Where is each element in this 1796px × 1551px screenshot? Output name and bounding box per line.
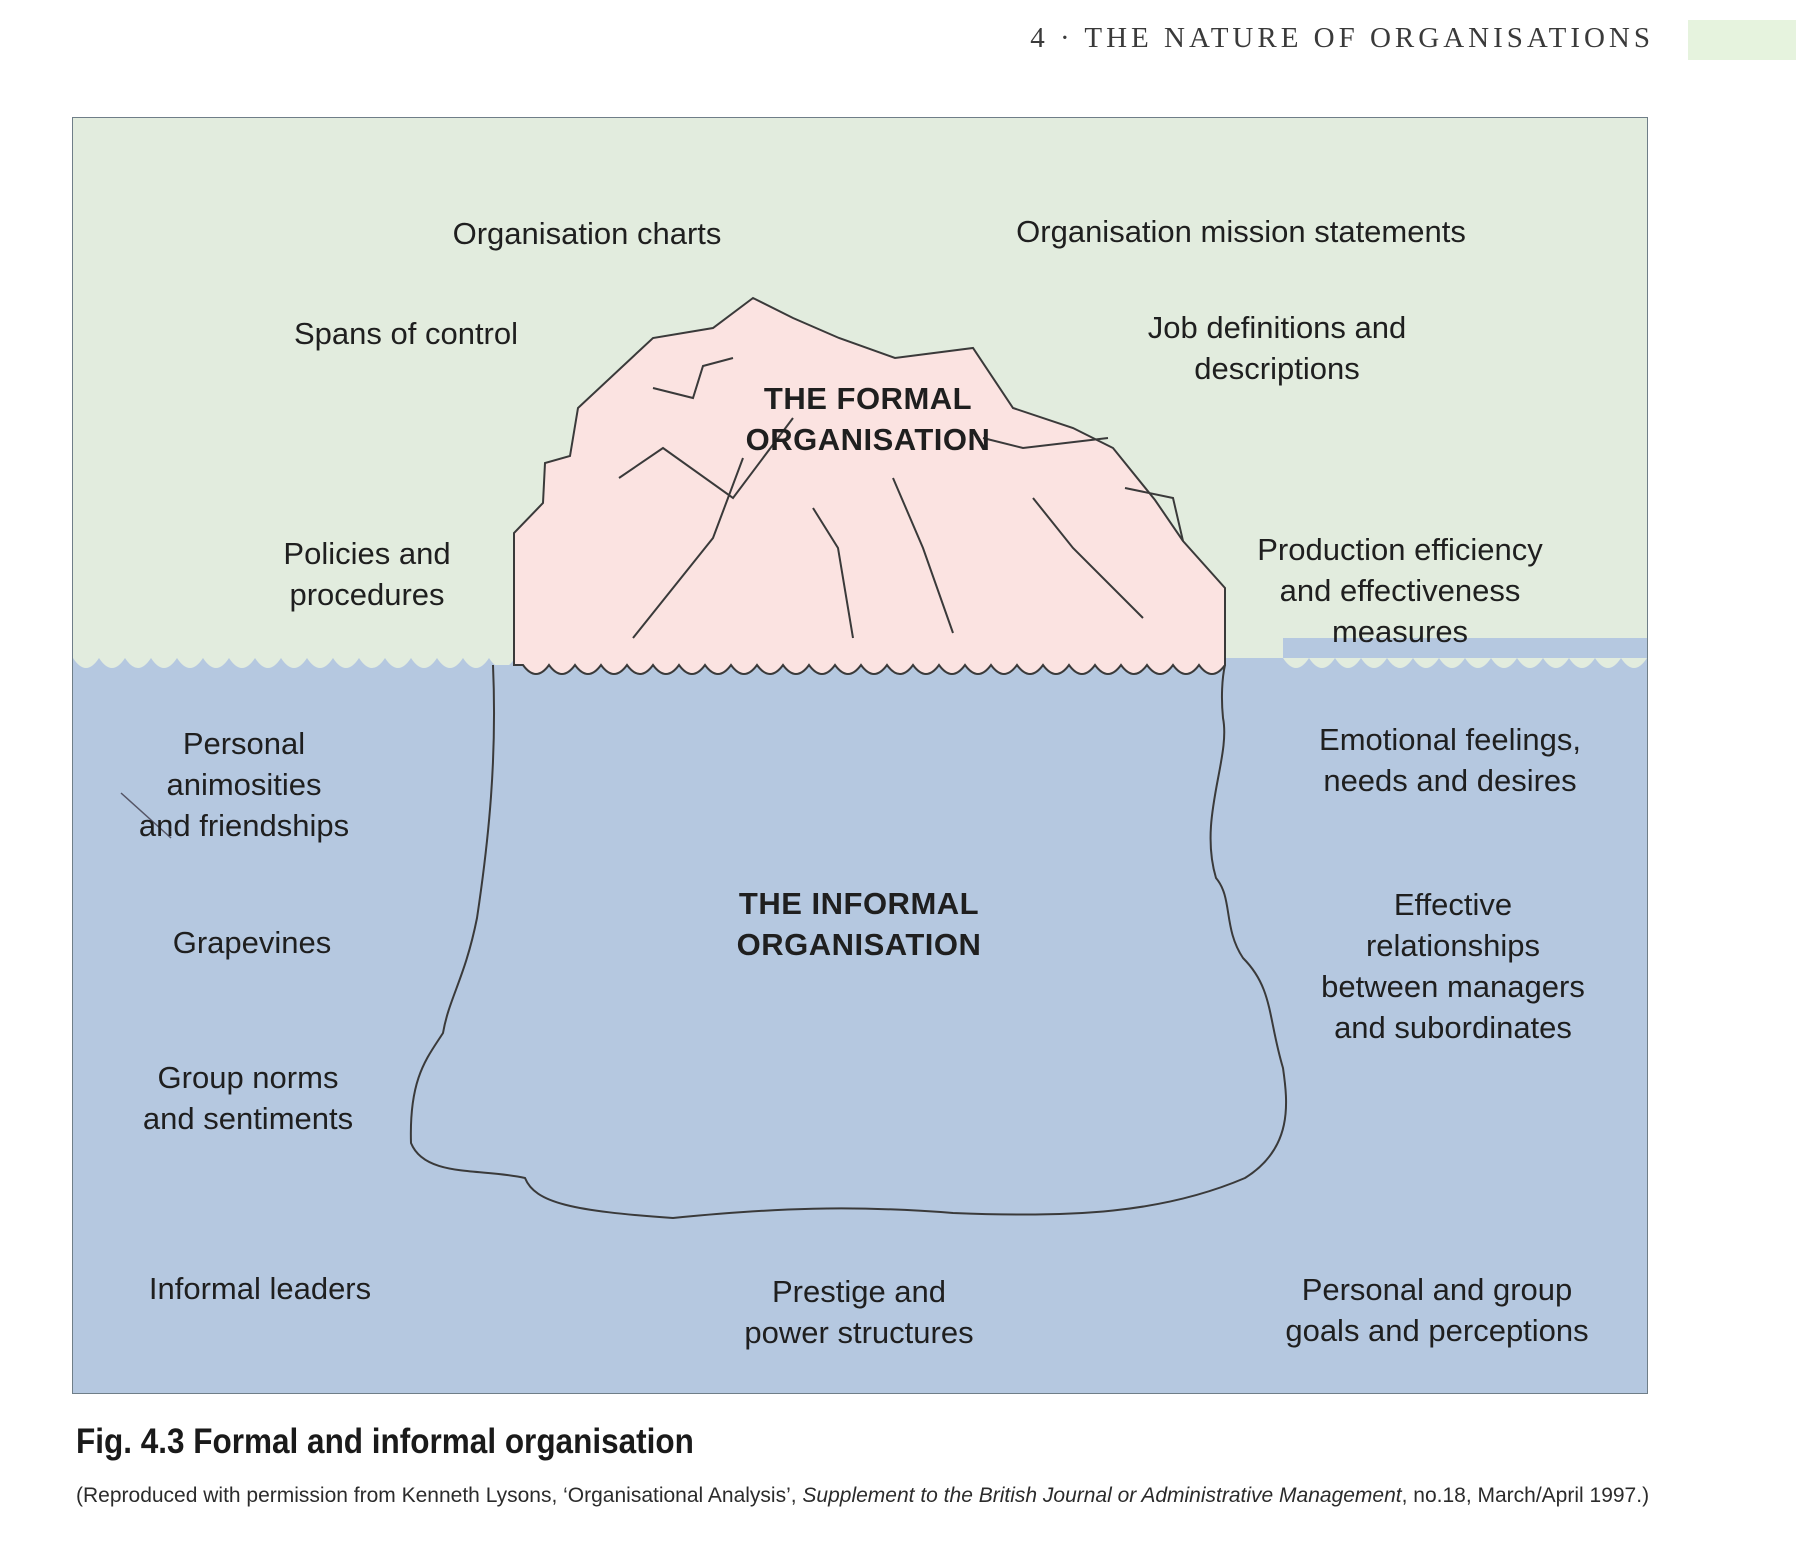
running-head: 4 · THE NATURE OF ORGANISATIONS (1030, 22, 1654, 54)
iceberg-figure: Organisation charts Organisation mission… (72, 117, 1648, 1394)
ice-cracks (618, 357, 1184, 639)
label-organisation-charts: Organisation charts (452, 216, 722, 251)
label-mission-statements: Organisation mission statements (1016, 214, 1466, 249)
informal-organisation-title: THE INFORMAL ORGANISATION (736, 886, 982, 962)
formal-organisation-title: THE FORMAL ORGANISATION (745, 381, 991, 457)
label-prestige: Prestige and power structures (744, 1274, 974, 1350)
corner-color-tab (1688, 20, 1796, 60)
iceberg-tip (513, 296, 1226, 675)
label-group-norms: Group norms and sentiments (142, 1060, 354, 1136)
source-note-end: , no.18, March/April 1997.) (1401, 1484, 1650, 1507)
label-personal-animosities: Personal animosities and friendships (138, 726, 350, 843)
source-note-start: (Reproduced with permission from Kenneth… (76, 1484, 803, 1507)
label-spans-of-control: Spans of control (293, 316, 519, 351)
figure-caption-title: Fig. 4.3 Formal and informal organisatio… (76, 1422, 694, 1461)
label-personal-goals: Personal and group goals and perceptions (1285, 1272, 1589, 1348)
iceberg-illustration (73, 118, 1647, 1393)
label-grapevines: Grapevines (172, 925, 332, 960)
submerged-iceberg (409, 664, 1288, 1220)
label-production-efficiency: Production efficiency and effectiveness … (1257, 532, 1543, 649)
source-note-publication: Supplement to the British Journal or Adm… (802, 1484, 1402, 1507)
label-effective-relationships: Effective relationships between managers… (1321, 887, 1585, 1045)
label-policies: Policies and procedures (283, 536, 451, 612)
figure-source-note: (Reproduced with permission from Kenneth… (76, 1484, 1649, 1508)
label-informal-leaders: Informal leaders (148, 1271, 372, 1306)
edge-mark (120, 792, 172, 839)
label-job-definitions: Job definitions and descriptions (1147, 310, 1407, 386)
label-emotional-feelings: Emotional feelings, needs and desires (1319, 722, 1581, 798)
